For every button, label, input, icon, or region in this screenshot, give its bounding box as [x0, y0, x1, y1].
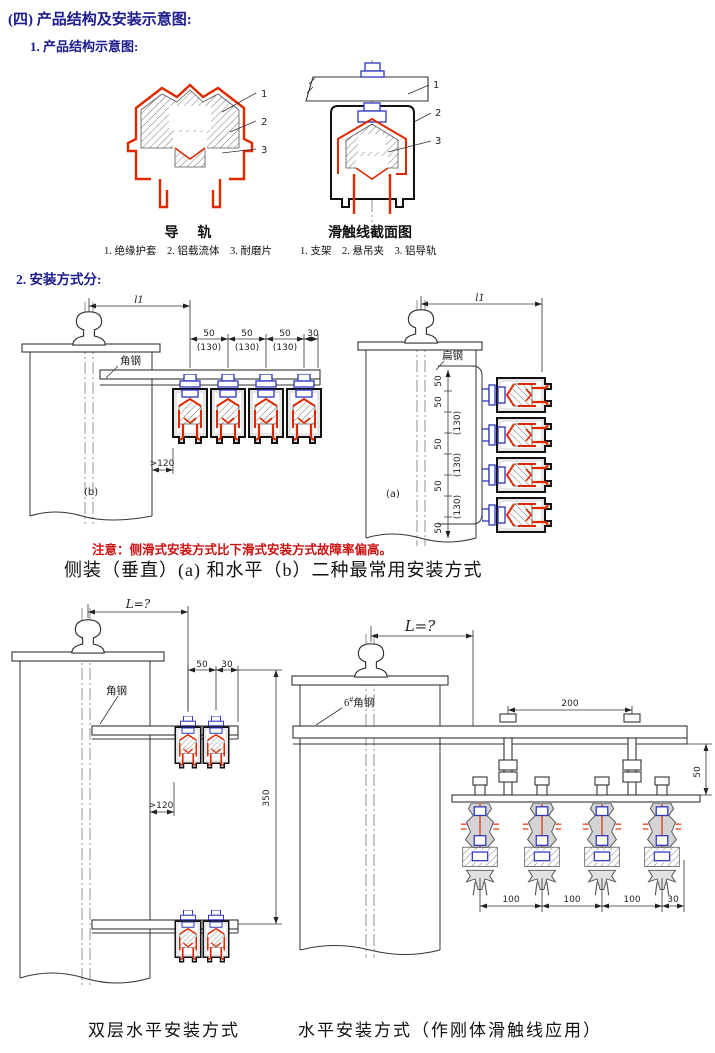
dim-50: 50: [434, 396, 444, 408]
dim-50: 50: [241, 329, 253, 339]
side-mount-b-drawing: l1 50 50 50 (130) (130) (130) 30 >120 角钢…: [21, 295, 323, 524]
conductor-rail-unit: [285, 374, 323, 445]
dim-L: L=?: [404, 617, 437, 635]
dim-130: (130): [453, 411, 463, 435]
dim-130: (130): [197, 343, 221, 353]
conductor-rail-unit: [482, 376, 553, 414]
dim-clearance: >120: [150, 459, 175, 469]
callout-3: 3: [261, 145, 267, 156]
dim-50: 50: [203, 329, 215, 339]
dim-l1: l1: [134, 295, 144, 306]
dim-100: 100: [623, 895, 640, 905]
dim-L: L=?: [125, 597, 151, 611]
sub-item-1: 1. 产品结构示意图:: [30, 39, 139, 54]
dim-130: (130): [453, 495, 463, 519]
conductor-rail-unit: [482, 456, 553, 494]
hanger-bolts: [472, 776, 670, 796]
dim-50: 50: [196, 660, 208, 670]
dim-350: 350: [262, 789, 272, 806]
view-label-a: (a): [386, 489, 400, 500]
dim-50: 50: [434, 480, 444, 492]
dim-clearance: >120: [149, 801, 174, 811]
view-label-b: (b): [84, 487, 98, 498]
dim-30: 30: [667, 895, 679, 905]
dim-50: 50: [434, 375, 444, 387]
crane-rail-head: [71, 619, 105, 654]
rail-caption: 导 轨: [164, 226, 216, 241]
dim-130: (130): [453, 453, 463, 477]
trolley-caption: 滑触线截面图: [328, 226, 412, 241]
conductor-rail-unit: [202, 716, 230, 769]
sub-item-2: 2. 安装方式分:: [16, 272, 102, 287]
crane-rail-head: [72, 311, 106, 346]
rigid-mount-drawing: L=? 6#角钢 200: [291, 617, 712, 958]
conductor-rail-unit: [174, 910, 202, 963]
conductor-rail-unit: [482, 496, 553, 534]
dim-100: 100: [563, 895, 580, 905]
callout-2: 2: [435, 108, 441, 119]
conductor-rail-unit: [482, 416, 553, 454]
double-layer-caption: 双层水平安装方式: [88, 1021, 240, 1040]
warning-note: 注意：侧滑式安装方式比下滑式安装方式故障率偏高。: [92, 543, 393, 557]
angle-steel-label: 角钢: [106, 684, 127, 697]
conductor-rail-unit: [202, 910, 230, 963]
side-mount-a-drawing: 50 50 (130) 50 (130) 50 (130) 50 l1 扁钢 (…: [357, 293, 553, 546]
rigid-caption: 水平安装方式（作刚体滑触线应用）: [298, 1021, 602, 1040]
trolley-cross-section-drawing: 1 2 3: [305, 60, 441, 222]
angle-steel-label: 角钢: [120, 354, 141, 367]
conductor-rail-unit: [174, 716, 202, 769]
callout-1: 1: [261, 89, 267, 100]
dim-30: 30: [307, 329, 319, 339]
dim-130: (130): [273, 343, 297, 353]
conductor-rail-unit: [171, 374, 209, 445]
conductor-rail-unit: [247, 374, 285, 445]
angle-steel-6-label: 6#角钢: [344, 695, 374, 709]
dim-l1: l1: [475, 293, 485, 304]
dim-50: 50: [693, 766, 703, 778]
callout-2: 2: [261, 117, 267, 128]
dim-30: 30: [221, 660, 233, 670]
long-bolt: [622, 713, 642, 796]
section-heading: (四) 产品结构及安装示意图:: [8, 12, 192, 28]
crane-rail-head: [404, 309, 438, 344]
dim-50: 50: [279, 329, 291, 339]
rail-cross-section-drawing: 1 2 3: [126, 83, 267, 209]
dim-50: 50: [434, 438, 444, 450]
main-caption: 侧装（垂直）(a) 和水平（b）二种最常用安装方式: [64, 560, 483, 580]
conductor-rail-unit: [209, 374, 247, 445]
callout-3: 3: [435, 136, 441, 147]
flat-steel-label: 扁钢: [442, 349, 463, 362]
trolley-legend: 1. 支架 2. 悬吊夹 3. 铝导轨: [300, 246, 437, 257]
dim-130: (130): [235, 343, 259, 353]
dim-100: 100: [502, 895, 519, 905]
dim-200: 200: [561, 699, 578, 709]
dim-50: 50: [434, 522, 444, 534]
rail-legend: 1. 绝缘护套 2. 铝载流体 3. 耐磨片: [104, 246, 272, 257]
double-layer-drawing: L=? 角钢 50 30 >120 350: [11, 597, 282, 986]
crane-rail-head: [354, 643, 388, 678]
callout-1: 1: [433, 80, 439, 91]
